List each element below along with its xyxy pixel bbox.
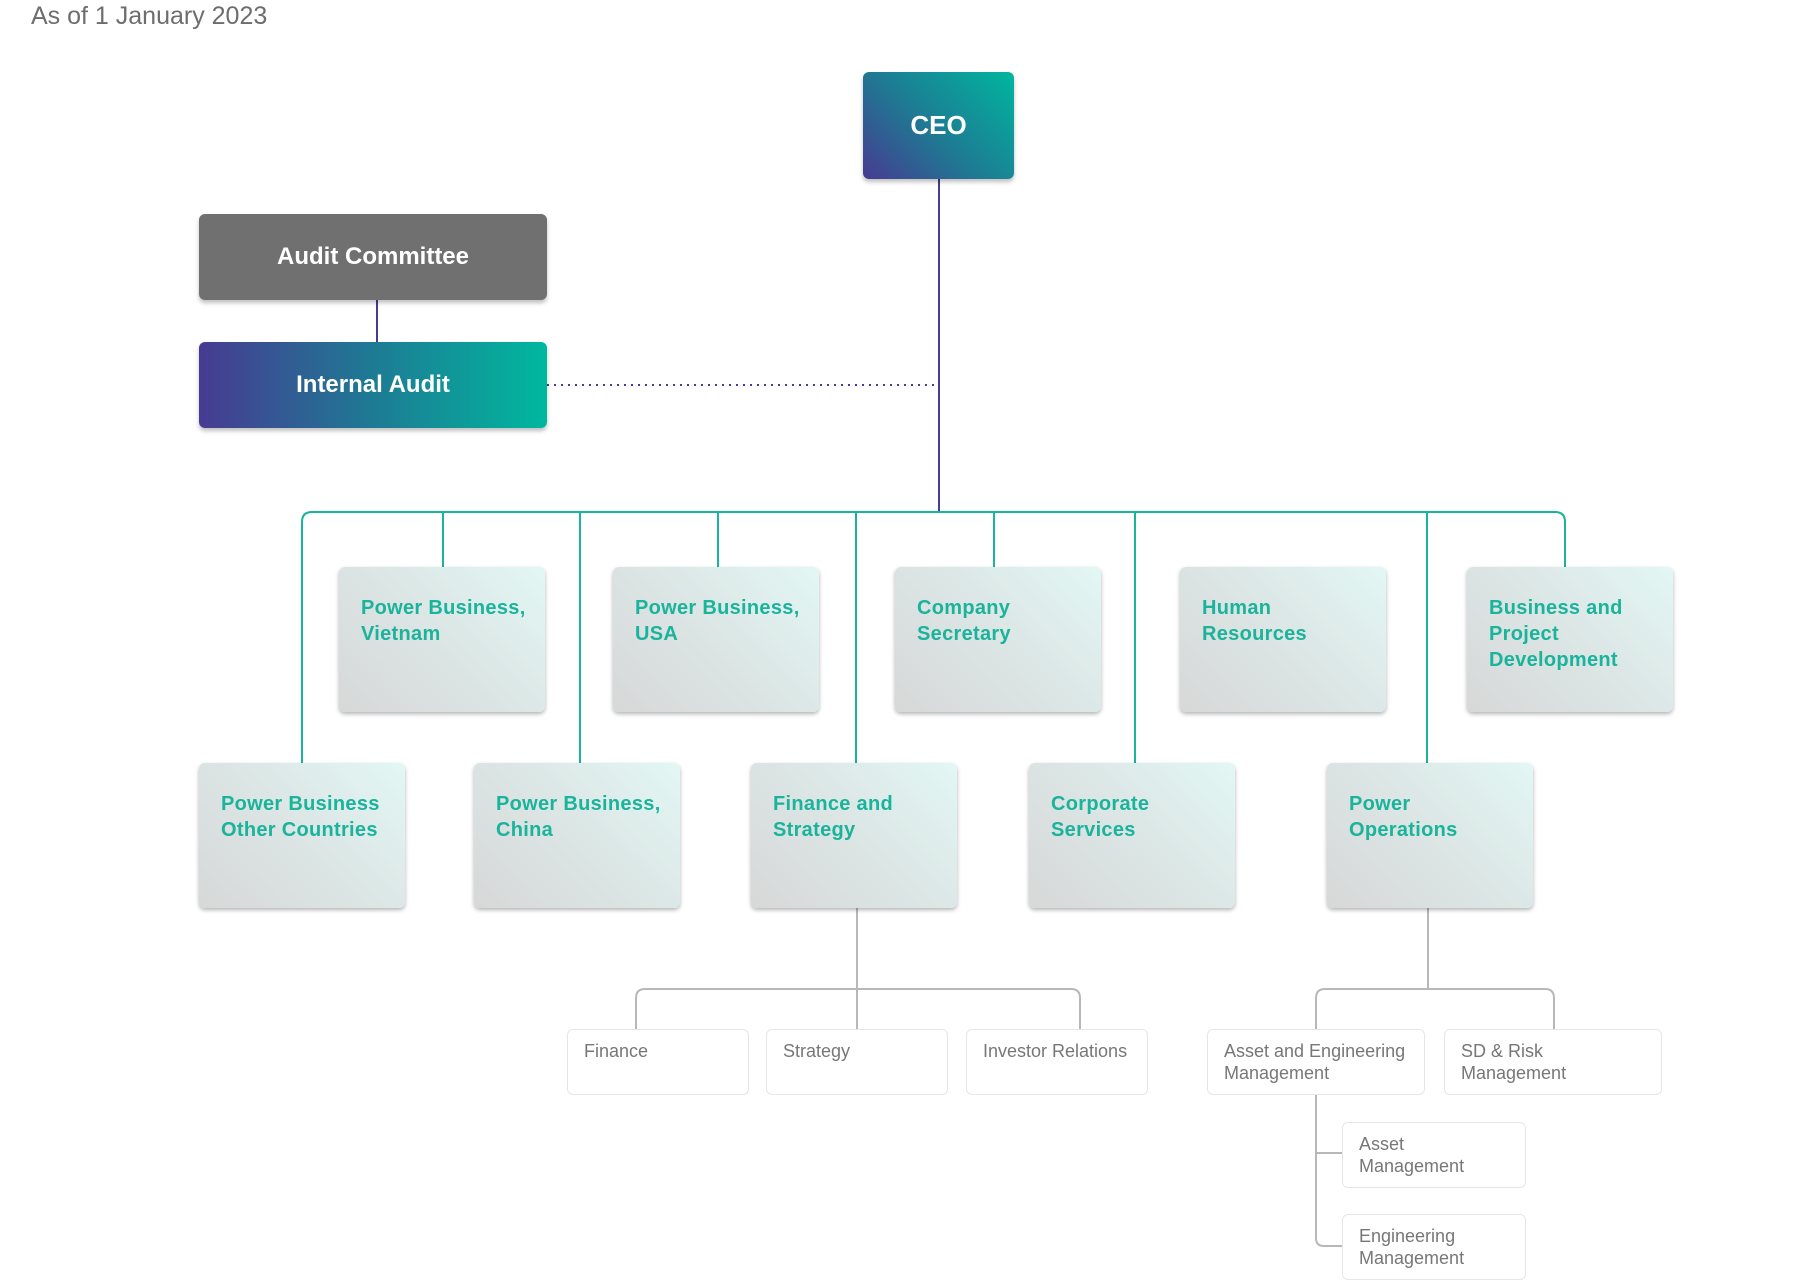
dept-power-business-usa: Power Business, USA [613,567,819,712]
unit-strategy: Strategy [766,1029,948,1095]
unit-asset-management: Asset Management [1342,1122,1526,1188]
dept-company-secretary: Company Secretary [895,567,1101,712]
dept-power-business-china: Power Business, China [474,763,680,908]
dept-power-business-other-countries: Power Business Other Countries [199,763,405,908]
dept-corporate-services: Corporate Services [1029,763,1235,908]
unit-sd-risk-management: SD & Risk Management [1444,1029,1662,1095]
dept-business-project-development: Business and Project Development [1467,567,1673,712]
operations-bus-line [1315,988,1555,1029]
unit-asset-engineering-management: Asset and Engineering Management [1207,1029,1425,1095]
audit-committee-box: Audit Committee [199,214,547,300]
unit-engineering-management: Engineering Management [1342,1214,1526,1280]
dept-finance-and-strategy: Finance and Strategy [751,763,957,908]
dept-power-business-vietnam: Power Business, Vietnam [339,567,545,712]
asset-engineering-branch-line [1315,1095,1342,1247]
dept-human-resources: Human Resources [1180,567,1386,712]
as-of-date: As of 1 January 2023 [31,2,268,30]
ceo-box: CEO [863,72,1014,179]
internal-audit-box: Internal Audit [199,342,547,428]
unit-investor-relations: Investor Relations [966,1029,1148,1095]
department-bus-line [301,511,1566,770]
dept-power-operations: Power Operations [1327,763,1533,908]
finance-bus-line [635,988,1081,1029]
unit-finance: Finance [567,1029,749,1095]
